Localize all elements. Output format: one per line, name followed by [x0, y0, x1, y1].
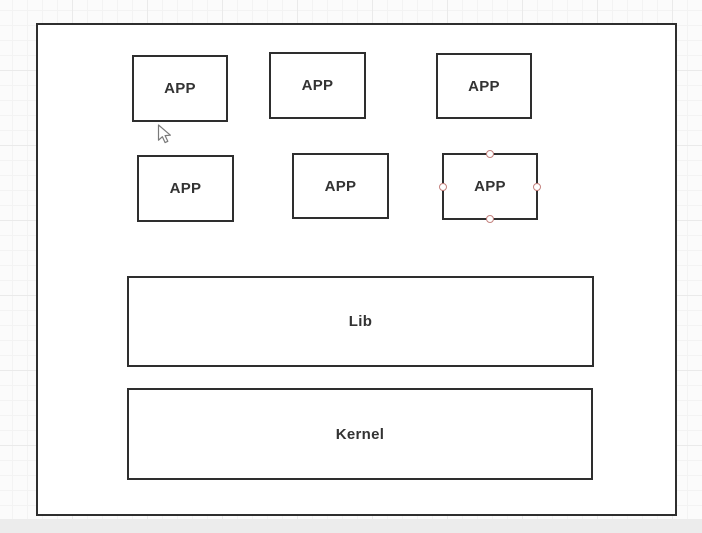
connection-anchor-bottom[interactable] [486, 215, 494, 223]
connection-anchor-left[interactable] [439, 182, 447, 191]
node-label: APP [468, 77, 500, 95]
diagram-node-app-3[interactable]: APP [436, 53, 532, 119]
diagram-node-app-4[interactable]: APP [137, 155, 234, 222]
node-label: APP [474, 178, 506, 195]
connection-anchor-right[interactable] [533, 182, 541, 191]
node-label: APP [164, 80, 196, 97]
canvas-edge-band [0, 519, 702, 533]
node-label: Lib [348, 313, 373, 330]
node-label: APP [301, 77, 334, 94]
node-label: APP [169, 180, 202, 197]
diagram-node-kernel[interactable]: Kernel [127, 388, 593, 480]
node-label: APP [324, 177, 357, 195]
diagram-node-app-1[interactable]: APP [132, 55, 228, 122]
diagram-node-app-6[interactable]: APP [439, 150, 541, 223]
connection-anchor-top[interactable] [486, 150, 494, 158]
diagram-node-app-2[interactable]: APP [269, 52, 366, 119]
diagram-node-lib[interactable]: Lib [127, 276, 594, 367]
node-label: Kernel [335, 425, 385, 443]
diagram-node-app-5[interactable]: APP [292, 153, 389, 219]
